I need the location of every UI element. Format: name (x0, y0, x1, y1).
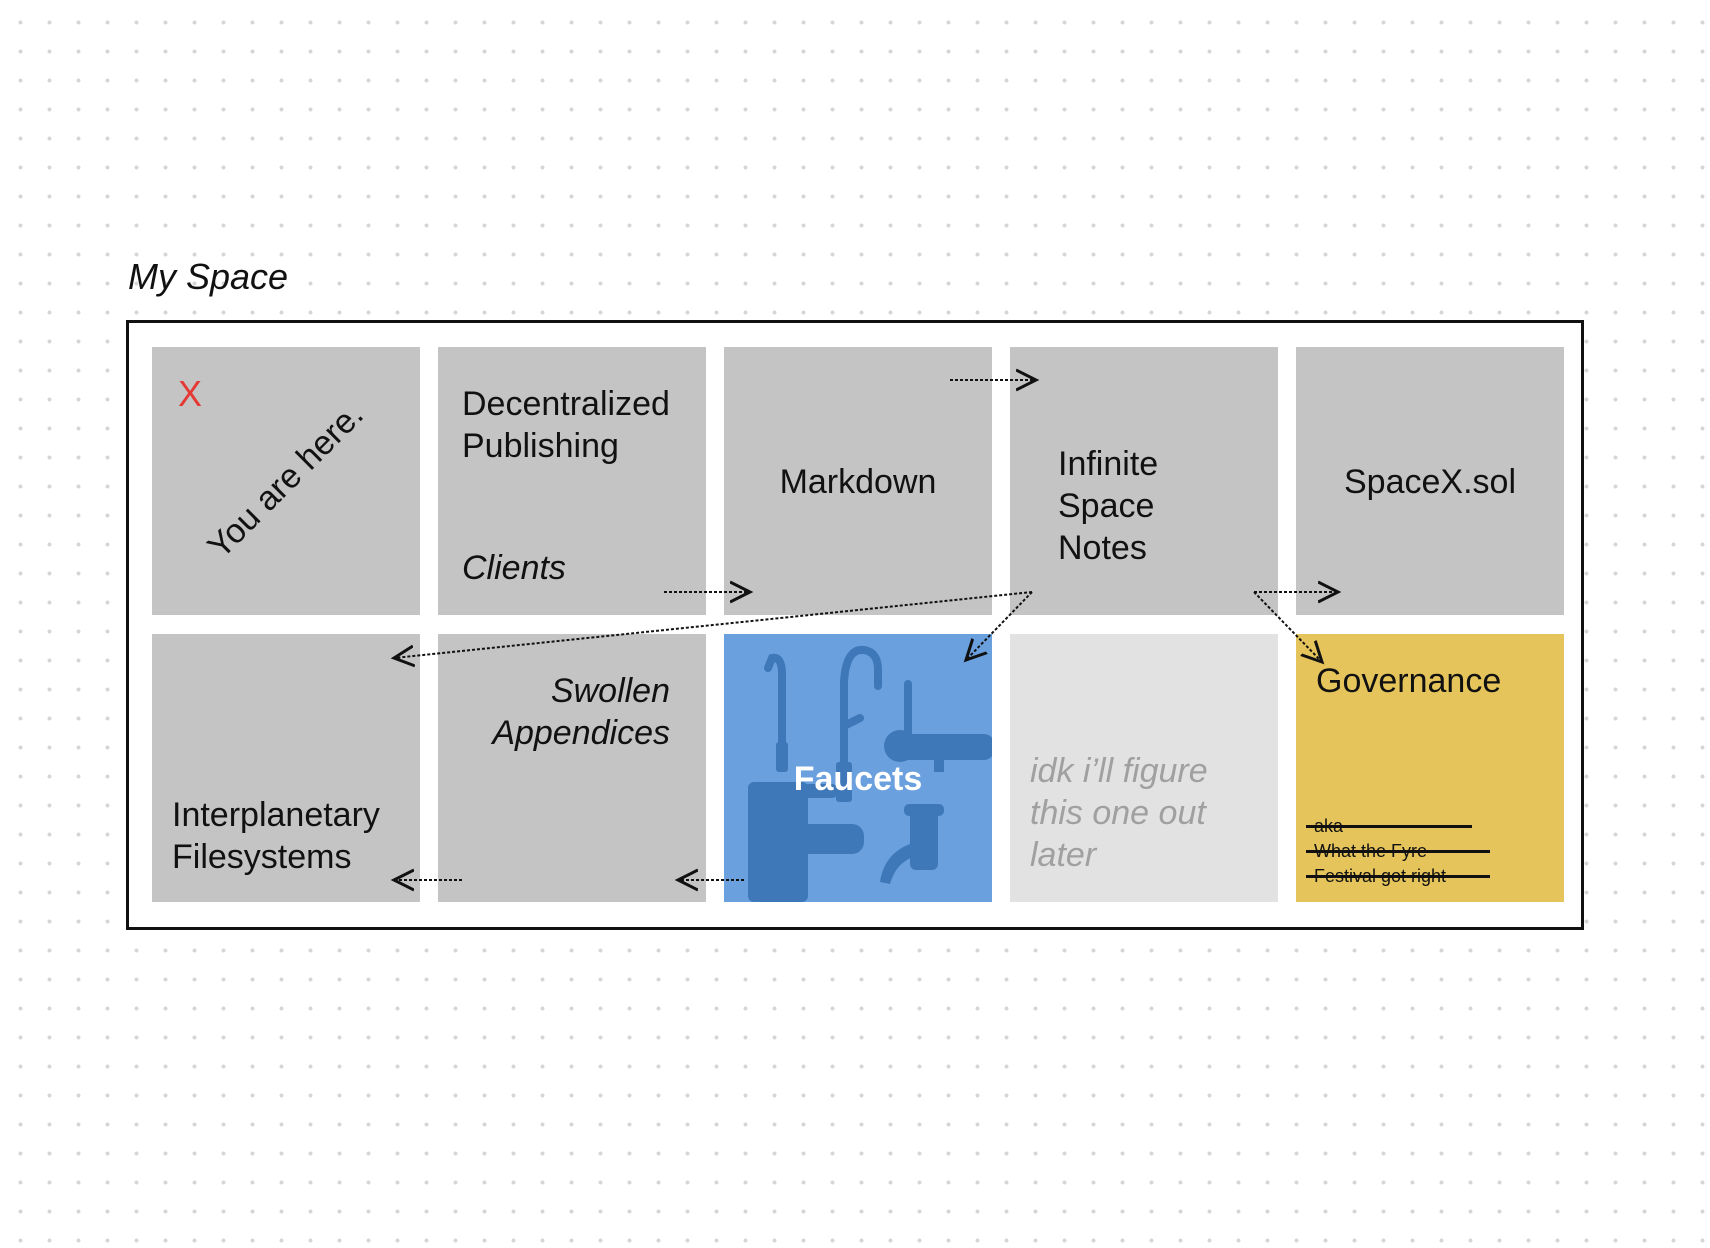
swollen-line2: Appendices (492, 714, 670, 752)
space-frame: X You are here. Decentralized Publishing… (126, 320, 1584, 930)
swollen-line1: Swollen (550, 672, 670, 710)
strike-line (1306, 875, 1490, 878)
tile-infinite-space-notes[interactable]: Infinite Space Notes (1010, 347, 1278, 615)
infinite-line1: Infinite (1058, 445, 1159, 483)
markdown-label: Markdown (779, 463, 937, 501)
infinite-line3: Notes (1058, 529, 1147, 567)
tile-markdown[interactable]: Markdown (724, 347, 992, 615)
tile-you-are-here[interactable]: X You are here. (152, 347, 420, 615)
idk-line2: this one out (1030, 794, 1206, 832)
interplanetary-line1: Interplanetary (172, 796, 380, 834)
tile-decentralized-publishing[interactable]: Decentralized Publishing Clients (438, 347, 706, 615)
infinite-line2: Space (1058, 487, 1155, 525)
decentralized-line1: Decentralized (462, 385, 670, 423)
governance-title: Governance (1316, 662, 1502, 700)
idk-line3: later (1030, 836, 1097, 874)
faucet-icon (748, 645, 992, 902)
strike-line (1306, 825, 1472, 828)
tile-spacex-sol[interactable]: SpaceX.sol (1296, 347, 1564, 615)
tile-idk-placeholder[interactable]: idk i’ll figure this one out later (1010, 634, 1278, 902)
tile-interplanetary-filesystems[interactable]: Interplanetary Filesystems (152, 634, 420, 902)
strike-line (1306, 850, 1490, 853)
clients-label: Clients (462, 549, 566, 587)
interplanetary-line2: Filesystems (172, 838, 352, 876)
spacex-label: SpaceX.sol (1344, 463, 1516, 501)
tile-faucets[interactable]: Faucets (724, 634, 992, 902)
you-are-here-marker: X (178, 373, 203, 414)
you-are-here-label: You are here. (200, 395, 371, 566)
tile-governance[interactable]: Governance aka What the Fyre Festival go… (1296, 634, 1564, 902)
space-title: My Space (128, 256, 289, 297)
faucets-label: Faucets (793, 760, 923, 798)
decentralized-line2: Publishing (462, 427, 619, 465)
idk-line1: idk i’ll figure (1030, 752, 1208, 790)
tile-swollen-appendices[interactable]: Swollen Appendices (438, 634, 706, 902)
